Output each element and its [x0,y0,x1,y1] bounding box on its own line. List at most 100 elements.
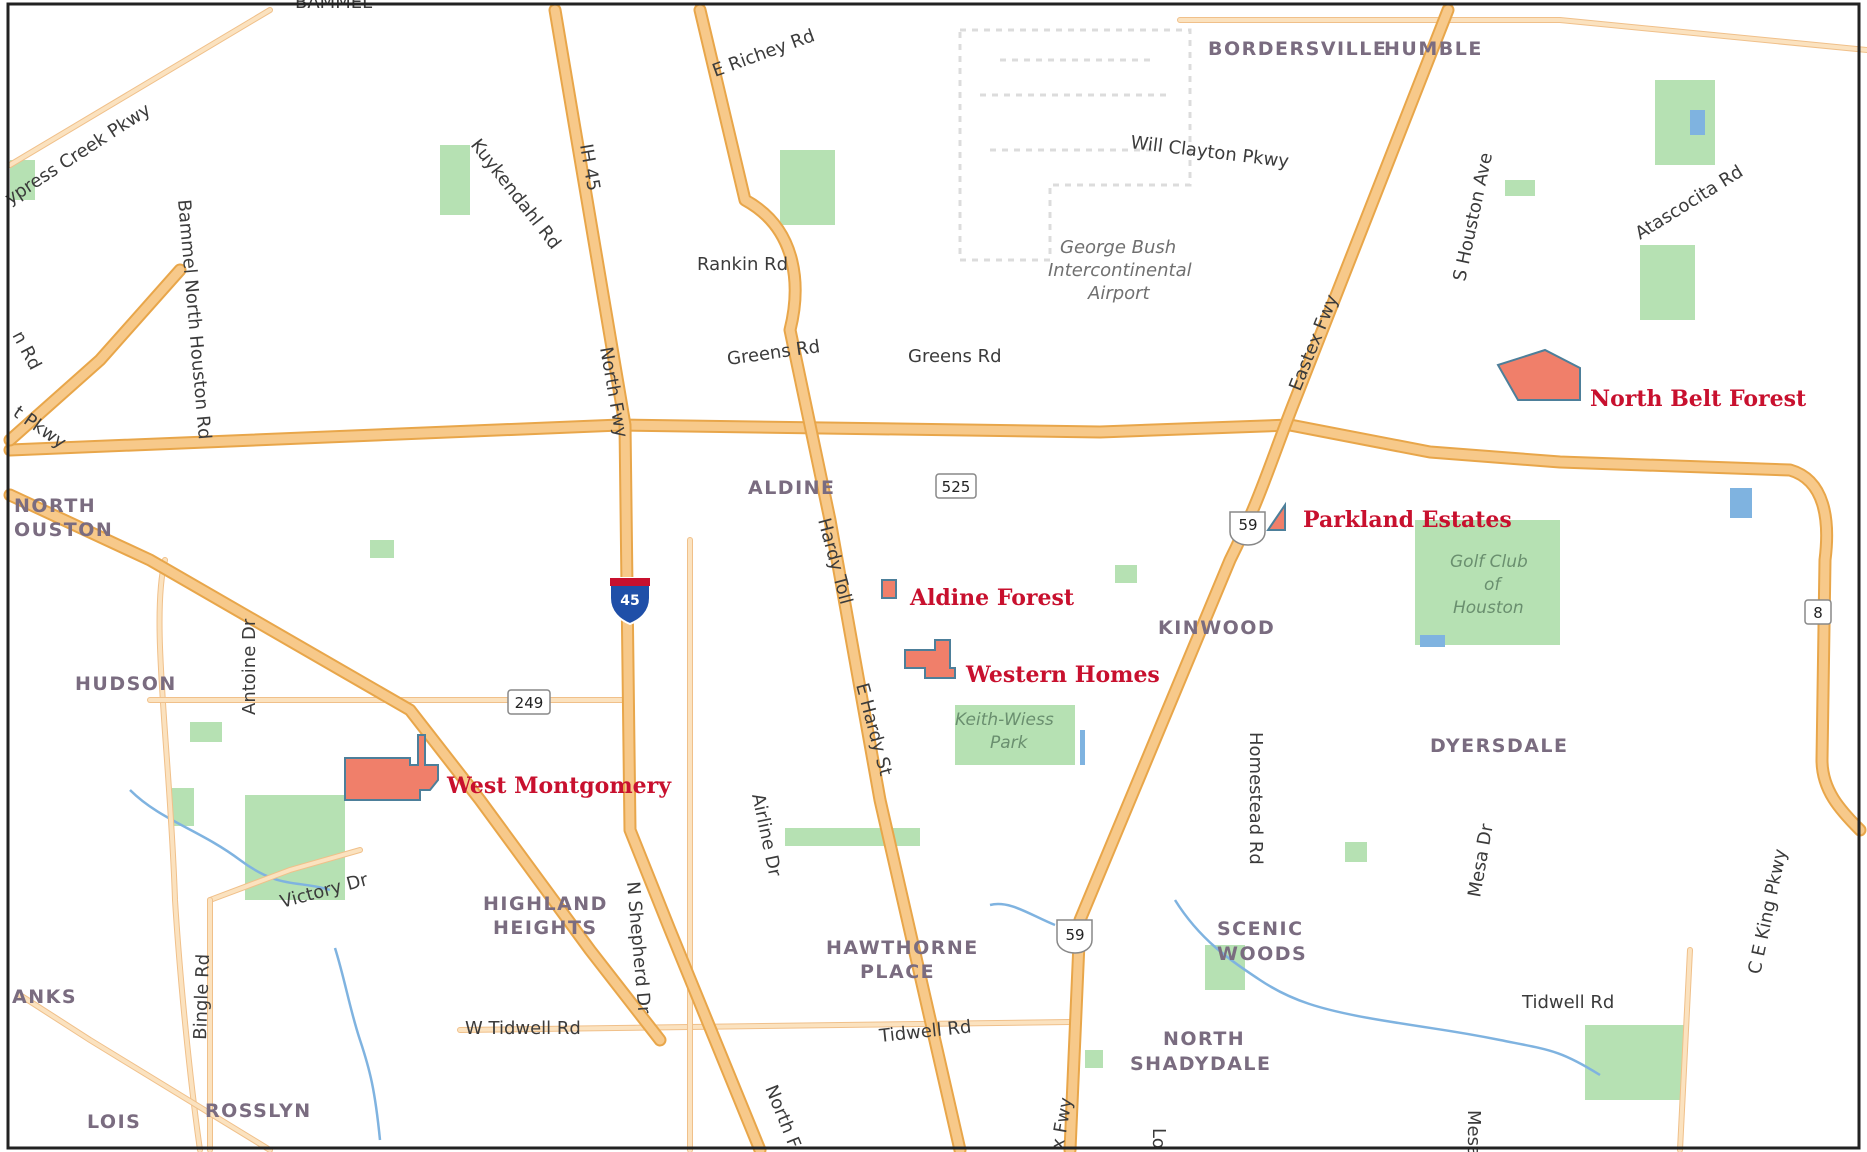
park-area [780,150,835,225]
road-label-antoine: Antoine Dr [239,618,260,715]
park-label-golf-1: Golf Club [1450,552,1528,572]
svg-text:249: 249 [515,694,544,712]
road-label-greens-east: Greens Rd [908,346,1002,367]
property-label-west-montgomery[interactable]: West Montgomery [446,773,672,799]
park-area [172,788,194,826]
road-victory [208,848,362,902]
road-label-w-tidwell: W Tidwell Rd [465,1018,581,1039]
stream [129,789,331,892]
area-label-lois: LOIS [87,1111,141,1133]
road-tidwell [458,1020,1072,1032]
property-labels: North Belt Forest Parkland Estates Aldin… [446,386,1807,799]
major-roads [3,3,1867,1152]
minor-roads [7,7,1867,1152]
parcel-parkland-estates [1266,501,1286,531]
parcel-north-belt-forest [1496,348,1581,401]
parcel-aldine-forest [881,579,897,599]
park-keith-wiess [955,705,1075,765]
svg-text:59: 59 [1065,926,1084,944]
park-area [1085,1050,1103,1068]
area-label-bordersville: BORDERSVILLE [1208,38,1387,60]
road-hempstead-diagonal [5,490,665,1045]
area-label-north-houston-2: OUSTON [14,519,113,541]
area-label-hawthorne-2: PLACE [860,961,935,983]
park-area [10,160,35,200]
road-north-edge [1178,18,1867,52]
airport-runways [958,28,1192,262]
road-diagonal-sw [18,993,272,1152]
stream [333,947,382,1141]
parcel-west-montgomery [344,734,439,801]
airport-area [958,28,1192,262]
area-label-north-houston-1: NORTH [14,495,96,517]
property-label-western-homes[interactable]: Western Homes [965,662,1160,688]
road-north-pkwy [5,265,185,445]
highway-shields: 525 45 59 59 249 8 [507,473,1832,954]
shield-us59-south: 59 [1056,919,1093,954]
area-label-highland-1: HIGHLAND [483,893,608,915]
park-area [1345,842,1367,862]
road-label-lo: Lo [1148,1128,1169,1149]
property-label-parkland-estates[interactable]: Parkland Estates [1303,507,1512,533]
area-label-rosslyn: ROSSLYN [205,1100,312,1122]
shield-fm525: 525 [935,473,977,499]
water-body [1080,730,1085,765]
road-label-rankin: Rankin Rd [697,254,788,275]
area-label-scenic-2: WOODS [1217,943,1307,965]
park-label-keith-2: Park [990,733,1029,753]
shield-sh249: 249 [507,689,551,715]
airport-labels: George Bush Intercontinental Airport [1048,237,1192,304]
area-label-dyersdale: DYERSDALE [1430,735,1569,757]
water-body [1690,110,1705,135]
road-ce-king [1678,948,1692,1152]
park-area [785,828,920,846]
area-label-shadydale-2: SHADYDALE [1130,1053,1272,1075]
svg-text:45: 45 [620,593,639,609]
property-label-north-belt-forest[interactable]: North Belt Forest [1590,386,1807,412]
park-area [1655,80,1715,165]
svg-text:525: 525 [942,478,971,496]
airport-label-line1: George Bush [1060,237,1176,258]
area-label-kinwood: KINWOOD [1158,617,1275,639]
property-label-aldine-forest[interactable]: Aldine Forest [909,585,1075,611]
shield-i45: 45 [609,577,651,626]
road-label-mesa-bottom: Mesa [1463,1110,1484,1152]
area-label-hawthorne-1: HAWTHORNE [826,937,979,959]
area-label-shadydale-1: NORTH [1163,1028,1245,1050]
svg-text:59: 59 [1238,516,1257,534]
area-labels: BORDERSVILLE HUMBLE NORTH OUSTON ALDINE … [12,38,1569,1133]
park-area [1205,945,1245,990]
water-body [1730,488,1752,518]
park-area [190,722,222,742]
road-label-bingle: Bingle Rd [190,954,214,1041]
park-area [1585,1025,1685,1100]
park-area [1640,245,1695,320]
area-label-hudson: HUDSON [75,673,177,695]
park-golf-club [1415,520,1560,645]
water-features [129,110,1752,1141]
road-ih45 [550,5,765,1152]
area-label-scenic-1: SCENIC [1217,918,1304,940]
road-label-homestead: Homestead Rd [1245,732,1266,865]
map-frame [6,2,1861,1150]
road-us59-eastex [1065,5,1453,1152]
area-label-humble: HUMBLE [1384,38,1483,60]
area-label-anks: ANKS [12,986,77,1008]
park-label-golf-3: Houston [1453,598,1524,618]
svg-text:8: 8 [1813,604,1823,622]
road-hudson [157,558,202,1152]
park-area [440,145,470,215]
parcel-western-homes [904,639,956,679]
stream [989,902,1056,927]
road-label-bammel: BAMMEL [295,0,372,13]
area-label-highland-2: HEIGHTS [493,917,598,939]
property-parcels [344,348,1581,801]
shield-us59-north: 59 [1229,511,1266,546]
park-area [1505,180,1535,196]
park-labels: Golf Club of Houston Keith-Wiess Park [955,552,1528,753]
area-label-aldine: ALDINE [748,477,836,499]
park-area [370,540,394,558]
park-label-keith-1: Keith-Wiess [955,710,1054,730]
airport-label-line2: Intercontinental [1048,260,1192,281]
